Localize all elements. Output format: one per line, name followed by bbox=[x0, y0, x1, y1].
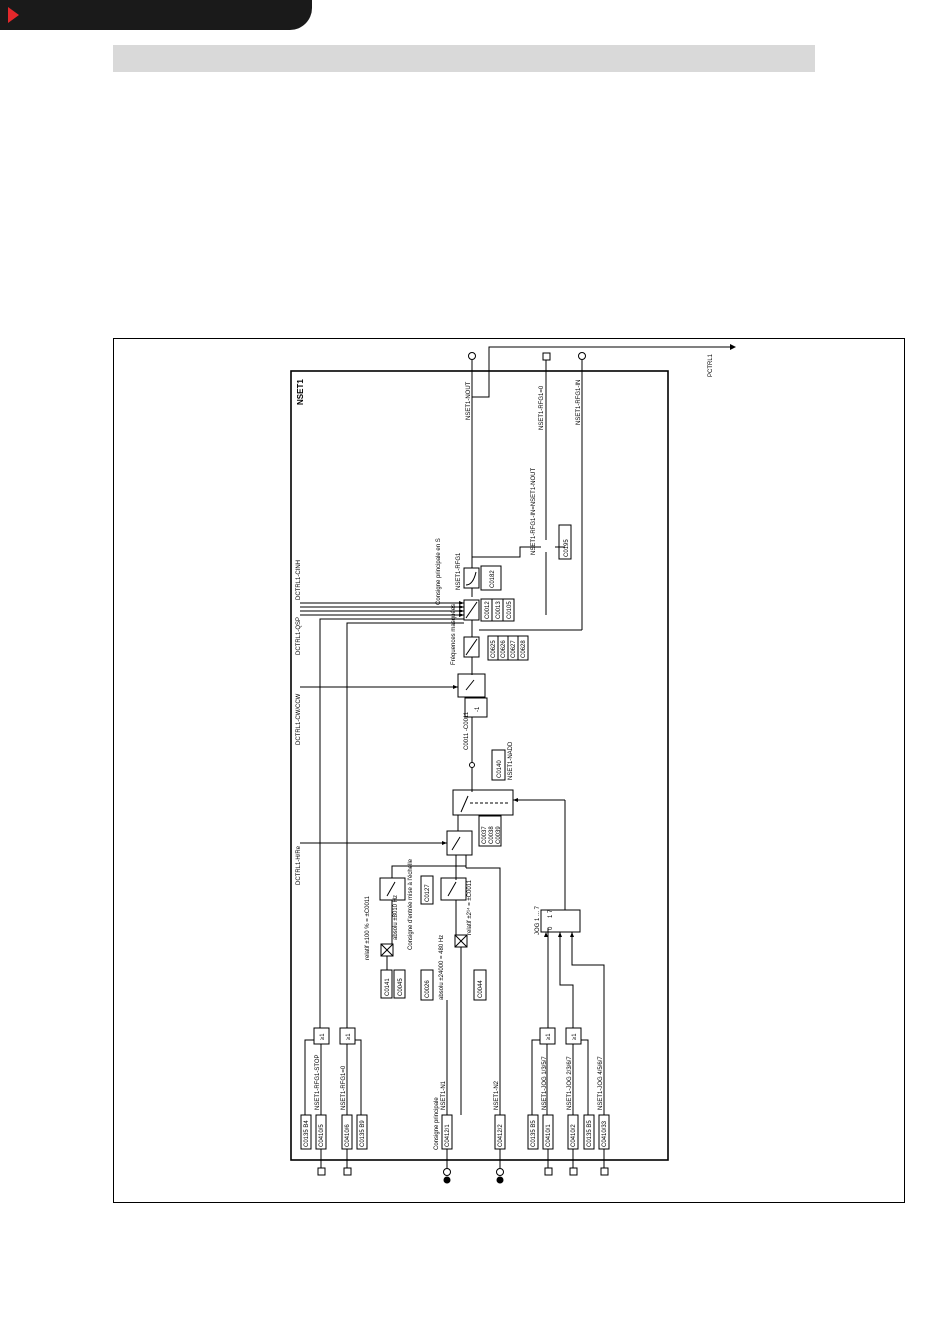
or-label-3: ≥1 bbox=[546, 1033, 552, 1040]
rfg0-out-label: NSET1-RFG1=0 bbox=[539, 385, 545, 430]
main-caption: Consigne d'entrée mise à l'échelle bbox=[408, 858, 414, 950]
rfg1-0-connector bbox=[542, 352, 551, 361]
input-code-10: C0135 B5 bbox=[587, 1120, 593, 1147]
jog-value-1: 1 bbox=[548, 914, 554, 918]
ramp-code-1: C0012 bbox=[485, 601, 491, 619]
block-title: NSET1 bbox=[296, 379, 305, 405]
abs-caption: absolu ±8010 Hz bbox=[393, 895, 399, 940]
jog-code-3: C0039 bbox=[496, 826, 502, 844]
input-code-11: C0410/33 bbox=[602, 1120, 608, 1147]
signal-jog456: NSET1-JOG 4/5/6/7 bbox=[598, 1056, 604, 1110]
rfg-nout-label: NSET1-RFG1-IN=NSET1-NOUT bbox=[531, 467, 537, 555]
signal-rfg1-0: NSET1-RFG1=0 bbox=[341, 1065, 347, 1110]
scaling-switch-2 bbox=[440, 877, 467, 901]
signal-jog236: NSET1-JOG 2/3/6/7 bbox=[567, 1056, 573, 1110]
abs2-caption: absolu ±24000 = 480 Hz bbox=[439, 935, 445, 1000]
c0195-code: C0195 bbox=[564, 539, 570, 557]
c0182-code: C0182 bbox=[490, 570, 496, 588]
jog-value-7: 7 bbox=[548, 909, 554, 913]
rfg-in-label: NSET1-RFG1-IN bbox=[576, 380, 582, 425]
input-code-4: C0135 B9 bbox=[360, 1120, 366, 1147]
section-title-bar bbox=[113, 45, 815, 72]
jog-code-2: C0038 bbox=[489, 826, 495, 844]
freq-caption: Fréquences masquées bbox=[451, 604, 457, 665]
rfg-s-block bbox=[463, 567, 480, 589]
ramp-code-2: C0013 bbox=[496, 601, 502, 619]
or-label-2: ≥1 bbox=[346, 1033, 352, 1040]
input-code-2: C0410/5 bbox=[319, 1124, 325, 1147]
c0140-code: C0140 bbox=[497, 760, 503, 778]
input-code-7: C0135 B5 bbox=[531, 1120, 537, 1147]
signal-jog135: NSET1-JOG 1/3/5/7 bbox=[542, 1056, 548, 1110]
jog-code-1: C0037 bbox=[482, 826, 488, 844]
input-code-8: C0410/1 bbox=[546, 1124, 552, 1147]
c0141-code: C0141 bbox=[385, 978, 391, 996]
or-label-4: ≥1 bbox=[572, 1033, 578, 1040]
jog-value-0: 0 bbox=[548, 926, 554, 930]
nout-label: NSET1-NOUT bbox=[466, 381, 472, 420]
freq-code-3: C0627 bbox=[511, 640, 517, 658]
rel-caption: relatif ±100 % = ±C0011 bbox=[365, 895, 371, 960]
c0045-code: C0045 bbox=[398, 978, 404, 996]
main-setpoint-caption: Consigne principale bbox=[434, 1097, 440, 1150]
nadd-label: NSET1-NADD bbox=[508, 741, 514, 780]
nset1-block bbox=[290, 370, 669, 1161]
pctrl-label: PCTRL1 bbox=[708, 353, 714, 377]
jog-selector bbox=[540, 909, 581, 933]
ramp-code-3: C0105 bbox=[507, 601, 513, 619]
input-code-1: C0135 B4 bbox=[304, 1120, 310, 1147]
rfg1-in-connector bbox=[578, 352, 586, 360]
c0026-code: C0026 bbox=[425, 980, 431, 998]
input-code-3: C0410/6 bbox=[345, 1124, 351, 1147]
arrow-icon bbox=[8, 7, 19, 23]
header-tab bbox=[0, 0, 312, 30]
dctrl-hre-label: DCTRL1-H/Re bbox=[296, 845, 302, 885]
input-code-6: C0412/2 bbox=[498, 1124, 504, 1147]
input-code-5: C0412/1 bbox=[445, 1124, 451, 1147]
signal-rfg1-stop: NSET1-RFG1-STOP bbox=[315, 1054, 321, 1110]
rfg1-label: NSET1-RFG1 bbox=[456, 552, 462, 590]
inverter-label: -1 bbox=[475, 706, 481, 712]
nout-connector bbox=[468, 352, 476, 360]
freq-code-4: C0628 bbox=[521, 640, 527, 658]
cw-ccw-switch bbox=[457, 673, 486, 698]
h-re-switch bbox=[446, 830, 473, 856]
rfg-s-caption: Consigne principale en S bbox=[436, 538, 442, 605]
dctrl-cwccw-label: DCTRL1-CW/CCW bbox=[296, 693, 302, 745]
dctrl-cinh-label: DCTRL1-CINH bbox=[296, 560, 302, 600]
input-code-9: C0410/2 bbox=[571, 1124, 577, 1147]
rel2-caption: relatif ±2¹⁴ = ±C0011 bbox=[466, 879, 473, 935]
inverter-block bbox=[464, 697, 488, 718]
signal-n1: NSET1-N1 bbox=[441, 1080, 447, 1110]
signal-n2: NSET1-N2 bbox=[494, 1080, 500, 1110]
dctrl-qsp-label: DCTRL1-QSP bbox=[296, 617, 302, 655]
c0127-code: C0127 bbox=[425, 884, 431, 902]
diagram-frame bbox=[113, 338, 905, 1203]
or-label-1: ≥1 bbox=[320, 1033, 326, 1040]
jog-adder-block bbox=[452, 789, 514, 816]
freq-code-1: C0625 bbox=[491, 640, 497, 658]
c0044-code: C0044 bbox=[478, 980, 484, 998]
c0011-label: C0011 -C0011 bbox=[464, 711, 470, 750]
freq-code-2: C0626 bbox=[501, 640, 507, 658]
jog-caption: JOG 1 ... 7 bbox=[535, 905, 541, 935]
